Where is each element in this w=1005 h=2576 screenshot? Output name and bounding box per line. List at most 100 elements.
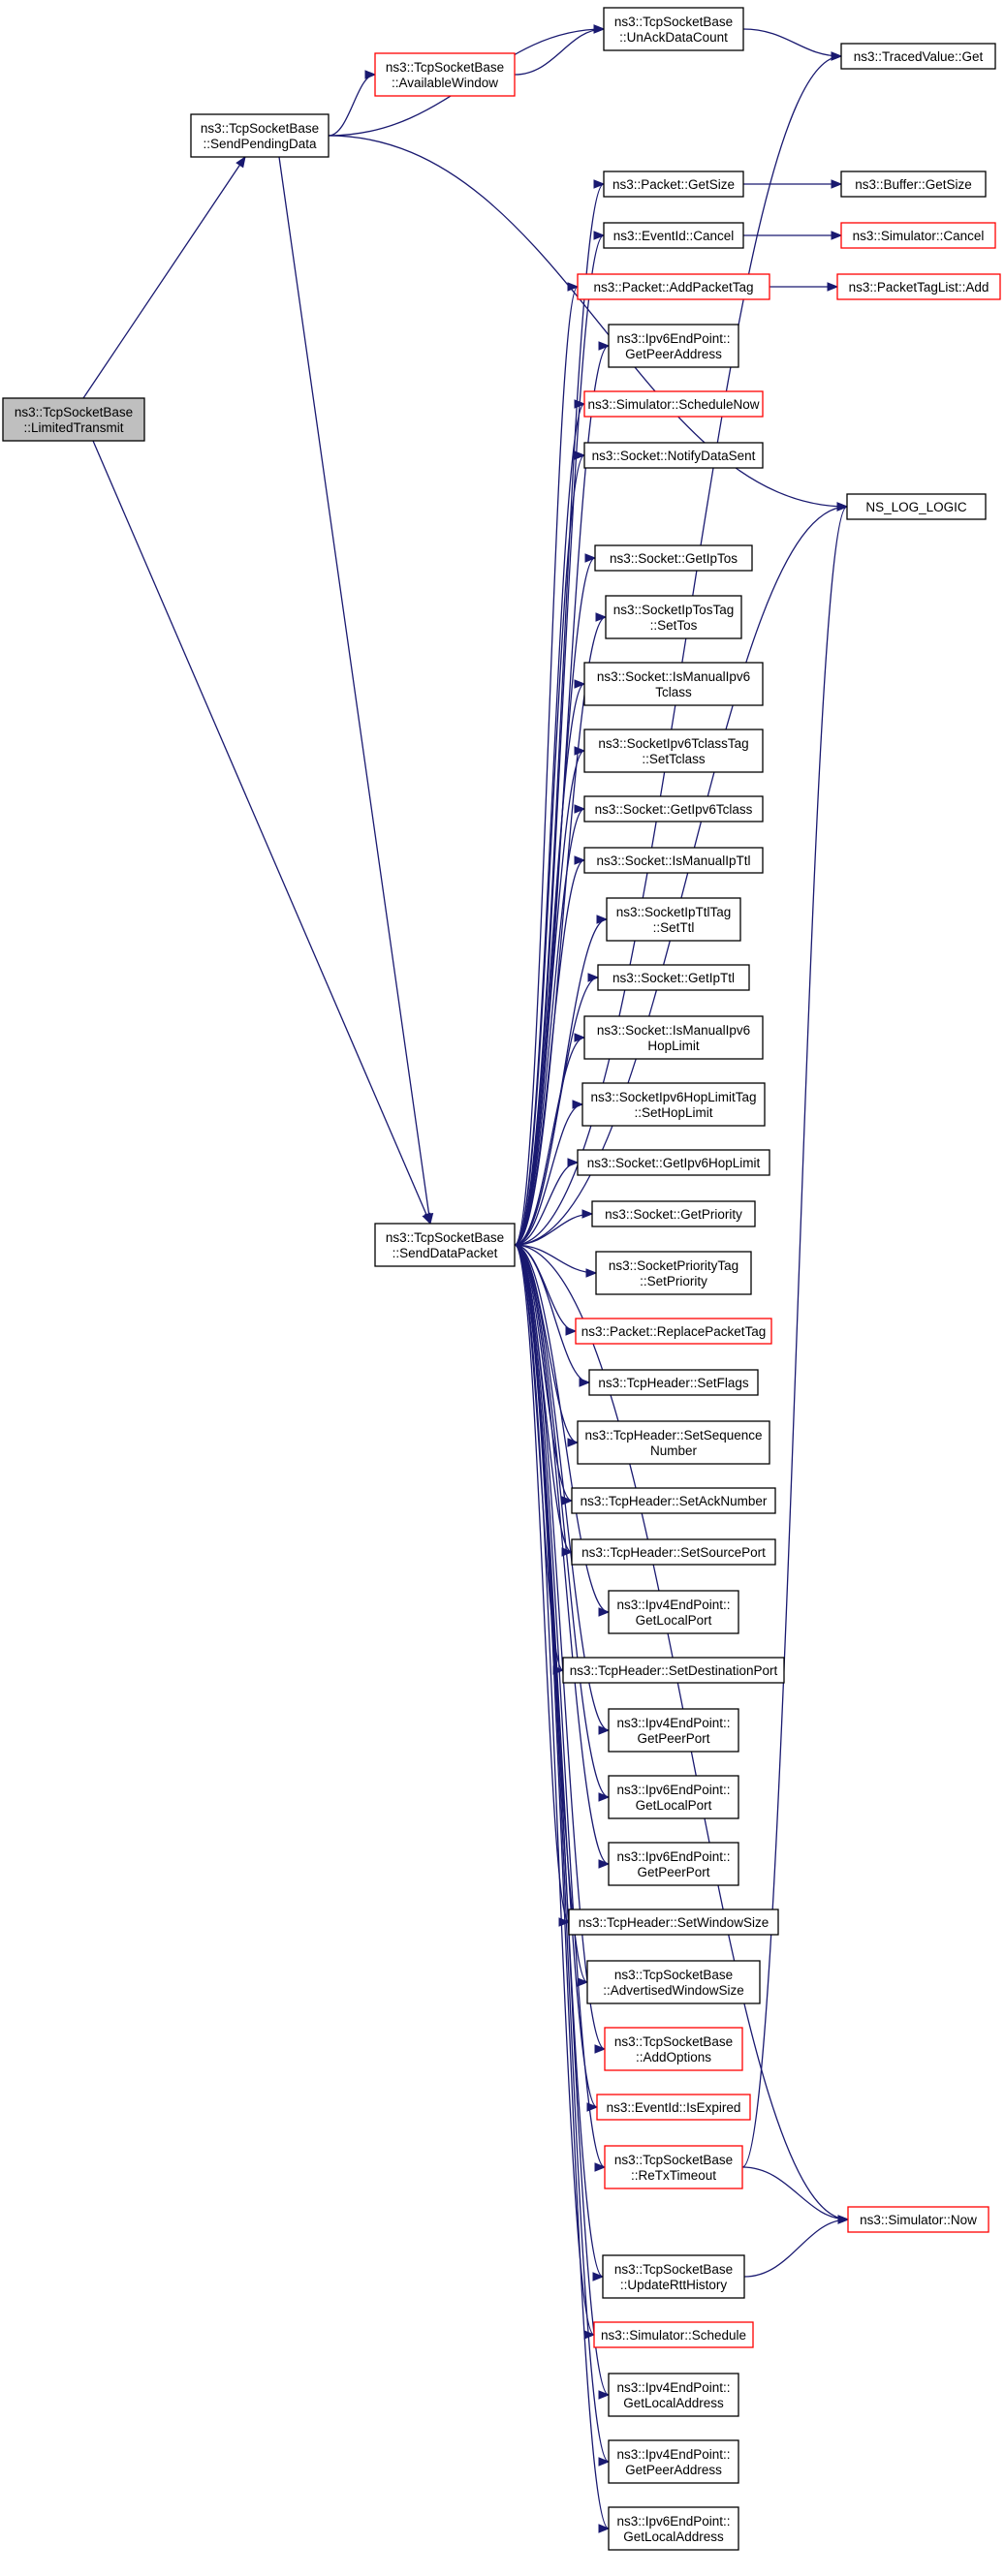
node-getsize[interactable]: ns3::Packet::GetSize [603, 171, 744, 198]
node-setdstport[interactable]: ns3::TcpHeader::SetDestinationPort [562, 1657, 785, 1684]
node-eventcancel[interactable]: ns3::EventId::Cancel [603, 222, 744, 249]
node-v4localport[interactable]: ns3::Ipv4EndPoint::GetLocalPort [608, 1590, 739, 1634]
node-prioritytag[interactable]: ns3::SocketPriorityTag::SetPriority [595, 1251, 752, 1295]
node-label: ::SetTos [650, 618, 698, 633]
node-getipttl[interactable]: ns3::Socket::GetIpTtl [597, 964, 750, 991]
node-label: ::UpdateRttHistory [620, 2278, 728, 2292]
edge-senddata-to-schednow [514, 403, 585, 1246]
node-setflags[interactable]: ns3::TcpHeader::SetFlags [588, 1369, 759, 1396]
node-tracedget[interactable]: ns3::TracedValue::Get [840, 43, 996, 70]
node-ipttltag[interactable]: ns3::SocketIpTtlTag::SetTtl [606, 897, 741, 942]
node-v6tclasstag[interactable]: ns3::SocketIpv6TclassTag::SetTclass [583, 729, 764, 773]
node-v6localaddr[interactable]: ns3::Ipv6EndPoint::GetLocalAddress [608, 2506, 739, 2551]
arrowhead-sendpending [236, 155, 246, 169]
node-simschedule[interactable]: ns3::Simulator::Schedule [593, 2321, 754, 2348]
edge-senddata-to-tracedget [514, 55, 842, 1246]
node-label: GetLocalPort [636, 1798, 712, 1813]
node-label: NS_LOG_LOGIC [865, 500, 967, 514]
arrowhead-ipttltag [596, 915, 609, 924]
node-label: ns3::Ipv4EndPoint:: [616, 1716, 730, 1730]
node-label: ns3::TcpHeader::SetAckNumber [581, 1494, 768, 1508]
node-replacetag[interactable]: ns3::Packet::ReplacePacketTag [575, 1318, 772, 1345]
node-unack[interactable]: ns3::TcpSocketBase::UnAckDataCount [603, 7, 744, 51]
node-label: GetPeerPort [637, 1731, 709, 1746]
node-setwinsize[interactable]: ns3::TcpHeader::SetWindowSize [568, 1909, 779, 1936]
node-addpackettag[interactable]: ns3::Packet::AddPacketTag [577, 273, 770, 300]
node-simcancel[interactable]: ns3::Simulator::Cancel [840, 222, 996, 249]
arrowhead-tracedget [831, 51, 843, 61]
arrowhead-v4localport [598, 1607, 611, 1617]
edge-sendpending-to-availwin [328, 74, 376, 137]
node-getv6tclass[interactable]: ns3::Socket::GetIpv6Tclass [583, 795, 764, 822]
node-box [608, 1708, 739, 1753]
node-availwin[interactable]: ns3::TcpSocketBase::AvailableWindow [374, 52, 516, 97]
node-addoptions[interactable]: ns3::TcpSocketBase::AddOptions [604, 2027, 743, 2071]
node-sendpending[interactable]: ns3::TcpSocketBase::SendPendingData [190, 113, 330, 158]
node-notifysent[interactable]: ns3::Socket::NotifyDataSent [583, 442, 764, 469]
node-box [374, 1223, 516, 1267]
node-label: ns3::TcpSocketBase [614, 2262, 733, 2277]
node-box [608, 1775, 739, 1819]
node-v4localaddr[interactable]: ns3::Ipv4EndPoint::GetLocalAddress [608, 2373, 739, 2417]
node-senddata[interactable]: ns3::TcpSocketBase::SendDataPacket [374, 1223, 516, 1267]
node-box [840, 222, 996, 249]
node-v4peeraddr[interactable]: ns3::Ipv4EndPoint::GetPeerAddress [608, 2439, 739, 2484]
node-v6hoptag[interactable]: ns3::SocketIpv6HopLimitTag::SetHopLimit [581, 1082, 766, 1127]
node-iptostag[interactable]: ns3::SocketIpTosTag::SetTos [605, 595, 742, 639]
node-retxtimeout[interactable]: ns3::TcpSocketBase::ReTxTimeout [604, 2145, 743, 2189]
arrowhead-v4peerport [598, 1725, 611, 1735]
node-v6localport[interactable]: ns3::Ipv6EndPoint::GetLocalPort [608, 1775, 739, 1819]
node-v4peerport[interactable]: ns3::Ipv4EndPoint::GetPeerPort [608, 1708, 739, 1753]
node-label: ns3::Ipv4EndPoint:: [616, 1598, 730, 1612]
node-getpriority[interactable]: ns3::Socket::GetPriority [591, 1200, 756, 1227]
node-getv6hop[interactable]: ns3::Socket::GetIpv6HopLimit [577, 1149, 770, 1176]
arrowhead-getpriority [581, 1209, 594, 1219]
node-label: ns3::Socket::GetIpv6HopLimit [587, 1156, 761, 1170]
node-label: HopLimit [647, 1039, 700, 1053]
node-limited[interactable]: ns3::TcpSocketBase::LimitedTransmit [2, 397, 145, 442]
node-box [597, 964, 750, 991]
node-box [581, 1082, 766, 1127]
node-ismanualipttl[interactable]: ns3::Socket::IsManualIpTtl [583, 847, 764, 874]
node-box [374, 52, 516, 97]
node-box [603, 7, 744, 51]
node-simnow[interactable]: ns3::Simulator::Now [847, 2206, 989, 2233]
node-box [583, 729, 764, 773]
node-label: ns3::Simulator::ScheduleNow [587, 397, 759, 412]
node-label: ns3::Socket::IsManualIpv6 [597, 669, 750, 684]
node-label: ::UnAckDataCount [619, 30, 728, 45]
edge-retxtimeout-to-nslog [741, 506, 848, 2168]
arrowhead-ismanualv6hop [574, 1033, 586, 1042]
arrowhead-addpackettag [567, 282, 580, 292]
arrowhead-nslog [836, 502, 849, 512]
node-getiptos[interactable]: ns3::Socket::GetIpTos [594, 544, 753, 572]
node-setack[interactable]: ns3::TcpHeader::SetAckNumber [571, 1487, 776, 1514]
node-advwinsize[interactable]: ns3::TcpSocketBase::AdvertisedWindowSize [586, 1960, 761, 2004]
node-updatertt[interactable]: ns3::TcpSocketBase::UpdateRttHistory [602, 2254, 745, 2299]
node-schednow[interactable]: ns3::Simulator::ScheduleNow [583, 390, 764, 418]
node-v6peerport[interactable]: ns3::Ipv6EndPoint::GetPeerPort [608, 1842, 739, 1886]
node-label: ns3::SocketIpTosTag [613, 603, 735, 617]
node-label: ns3::SocketIpv6TclassTag [598, 736, 748, 751]
edge-limited-to-sendpending [82, 156, 246, 399]
node-ipv6peeraddr[interactable]: ns3::Ipv6EndPoint::GetPeerAddress [608, 324, 739, 368]
node-label: ::AddOptions [636, 2050, 711, 2064]
node-box [583, 795, 764, 822]
node-setsrcport[interactable]: ns3::TcpHeader::SetSourcePort [571, 1538, 776, 1566]
edge-senddata-to-v6hoptag [514, 1103, 583, 1246]
edge-availwin-to-unack [514, 28, 605, 76]
arrowhead-taglistadd [827, 282, 839, 292]
node-isexpired[interactable]: ns3::EventId::IsExpired [596, 2094, 751, 2121]
arrowhead-retxtimeout [594, 2162, 607, 2172]
node-buffergetsize[interactable]: ns3::Buffer::GetSize [840, 171, 987, 198]
node-label: ns3::SocketIpTtlTag [616, 905, 732, 919]
node-nslog[interactable]: NS_LOG_LOGIC [846, 493, 987, 520]
arrowhead-notifysent [574, 450, 586, 460]
node-label: ns3::Ipv6EndPoint:: [616, 2514, 730, 2529]
node-label: ns3::Simulator::Now [860, 2213, 977, 2227]
node-box [2, 397, 145, 442]
node-taglistadd[interactable]: ns3::PacketTagList::Add [836, 273, 1001, 300]
